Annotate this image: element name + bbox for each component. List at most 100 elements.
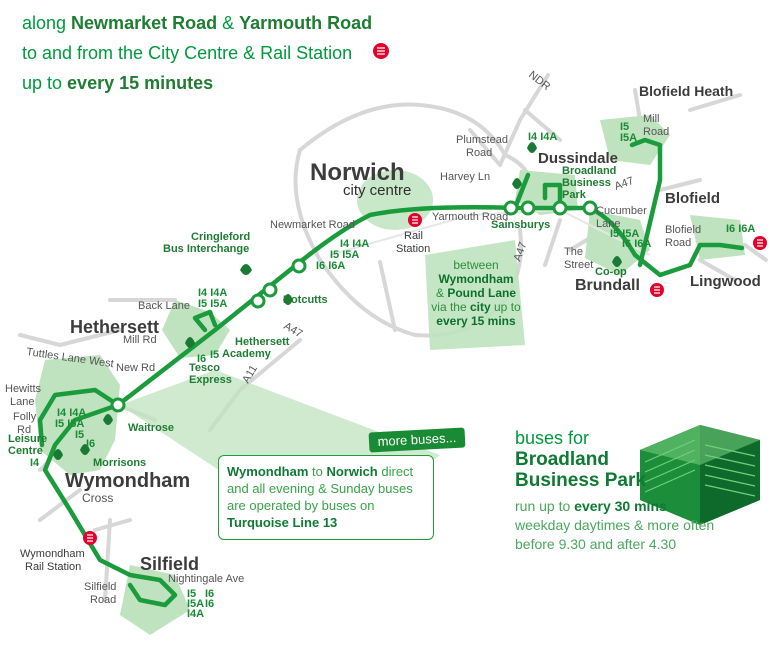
place-city-centre: city centre [343, 182, 411, 199]
route-label-city-i4: I4 I4A [340, 238, 369, 250]
route-label-wym-i5b: I5 [75, 429, 84, 441]
info-a2: to [308, 464, 327, 479]
bus-panel-t2a: Broadland [515, 449, 609, 470]
road-back-lane: Back Lane [138, 300, 190, 312]
place-blofield-heath: Blofield Heath [639, 83, 733, 99]
bus-panel-t1: buses for [515, 428, 590, 448]
stop-coop: Co-op [595, 266, 627, 278]
place-brundall: Brundall [575, 277, 640, 294]
info-c: are operated by buses on [227, 498, 375, 513]
route-label-wym-i4: I4 I4A [57, 407, 86, 419]
header-line-2: to and from the City Centre & Rail Stati… [22, 43, 353, 63]
header-amp: & [217, 13, 240, 33]
header-line1-pre: along [22, 13, 72, 33]
stop-morrisons: Morrisons [93, 457, 146, 469]
route-label-city-i5: I5 I5A [330, 249, 359, 261]
bus-panel-t3b: every 30 mins [574, 498, 667, 514]
header-road-yarmouth: Yarmouth Road [239, 13, 373, 33]
route-label-silfield-i5a: I5A [187, 598, 204, 610]
header-line3-pre: up to [22, 73, 68, 93]
route-label-lingwood: I6 I6A [726, 223, 755, 235]
stop-sainsburys: Sainsburys [491, 219, 550, 231]
place-blofield: Blofield [665, 190, 720, 207]
route-label-plumstead: I4 I4A [528, 131, 557, 143]
info-a4: direct [377, 464, 414, 479]
office-building-icon [640, 425, 760, 525]
road-new-rd: New Rd [116, 362, 155, 374]
info-box: Wymondham to Norwich direct and all even… [218, 455, 434, 540]
road-yarmouth: Yarmouth Road [432, 211, 508, 223]
place-norwich: Norwich [310, 159, 405, 186]
route-label-silfield-i6: I6 [205, 588, 214, 600]
stop-waitrose: Waitrose [128, 422, 174, 434]
route-label-heth-i6: I6 [197, 353, 206, 365]
place-hethersett: Hethersett [70, 317, 159, 337]
bus-panel-t3c: weekday daytimes & more often [515, 517, 715, 533]
between-l4c: up to [490, 300, 521, 314]
place-dussindale: Dussindale [538, 150, 618, 167]
landmark-leaf-icons [53, 142, 622, 460]
stop-notcutts: Notcutts [283, 294, 328, 306]
broadland-bus-panel: buses for Broadland Business Park run up… [515, 428, 755, 554]
route-label-brundall: I5 I5A [610, 228, 639, 240]
info-b: and all evening & Sunday buses [227, 481, 413, 496]
between-l1: between [453, 258, 499, 272]
bus-panel-t3a: run up to [515, 498, 575, 514]
route-label-silfield-i4a: I4A [187, 608, 204, 620]
road-a47-east: A47 [613, 175, 636, 193]
bus-route-line [37, 137, 745, 608]
bus-panel-t2b: Business Park [515, 470, 646, 491]
place-silfield: Silfield [140, 554, 199, 574]
between-l4b: city [469, 300, 491, 314]
route-label-silfield-i6a: I6 [205, 598, 214, 610]
between-l3a: & [435, 286, 448, 300]
route-label-city-i6: I6 I6A [316, 260, 345, 272]
info-a3: Norwich [326, 464, 378, 479]
place-lingwood: Lingwood [690, 273, 761, 290]
header-line-3: up to every 15 minutes [22, 68, 213, 98]
header-frequency: every 15 minutes [67, 73, 214, 93]
between-l5: every 15 mins [436, 314, 516, 328]
between-l2: Wymondham [438, 272, 514, 286]
road-nightingale: Nightingale Ave [168, 573, 244, 585]
bus-panel-t3d: before 9.30 and after 4.30 [515, 536, 677, 552]
place-cross: Cross [82, 491, 113, 505]
between-l3b: Pound Lane [447, 286, 516, 300]
route-label-wym-i5: I5 I5A [55, 418, 84, 430]
between-l4a: via the [431, 300, 470, 314]
road-mill-rd: Mill Rd [123, 334, 157, 346]
route-label-blofh-i5: I5 [620, 121, 629, 133]
bus-panel-t3: run up to every 30 mins weekday daytimes… [515, 497, 755, 554]
place-wymondham: Wymondham [65, 470, 190, 492]
rail-station-icons [83, 43, 767, 545]
route-label-leisure-i4: I4 [30, 457, 40, 469]
header-road-newmarket: Newmarket Road [71, 13, 218, 33]
route-label-wym-i6: I6 [86, 438, 95, 450]
route-label-heth-i4: I4 I4A [198, 287, 227, 299]
route-label-heth-i5b: I5 [210, 349, 219, 361]
stop-markers [110, 200, 598, 413]
route-label-heth-i5: I5 I5A [198, 298, 227, 310]
road-a11: A11 [240, 363, 260, 385]
road-newmarket: Newmarket Road [270, 219, 355, 231]
route-label-silfield-i5: I5 [187, 588, 196, 600]
route-label-blofh-i5a: I5A [620, 132, 637, 144]
header-line-1: along Newmarket Road & Yarmouth Road [22, 8, 372, 38]
info-a1: Wymondham [227, 464, 309, 479]
